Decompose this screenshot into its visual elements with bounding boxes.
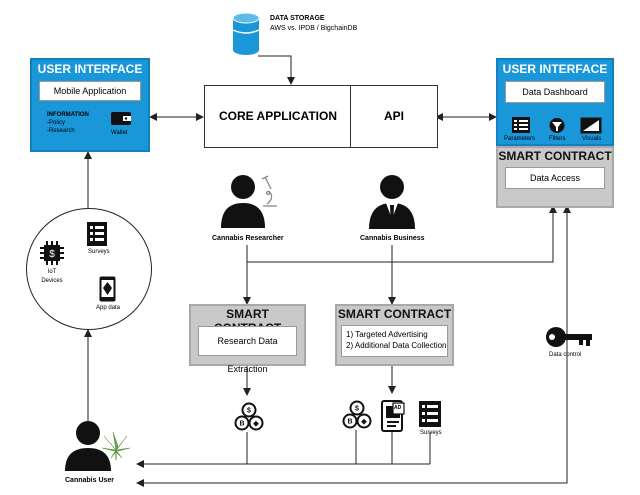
data-control-connector (136, 205, 571, 487)
parameters-label: Parameters (504, 136, 536, 142)
api-label: API (383, 109, 404, 123)
business-contract-box[interactable]: 1) Targeted Advertising 2) Additional Da… (341, 325, 448, 357)
researcher-label: Cannabis Researcher (212, 235, 284, 242)
data-control-label: Data control (549, 352, 582, 358)
data-access-contract-panel: SMART CONTRACT Data Access (496, 146, 614, 208)
wallet-icon[interactable] (110, 110, 132, 126)
visuals-label: Visuals (582, 136, 602, 142)
researcher-person-icon (219, 172, 279, 230)
iot-label: IoT Devices (41, 269, 63, 284)
svg-text:B: B (239, 421, 244, 428)
storage-connector (258, 55, 295, 85)
targeted-advertising-label: 1) Targeted Advertising (346, 330, 428, 339)
surveys-icon (86, 221, 108, 247)
filters-label: Filters (549, 136, 566, 142)
business-label: Cannabis Business (360, 235, 425, 242)
data-dashboard-box[interactable]: Data Dashboard (505, 81, 605, 103)
parameters-icon[interactable] (511, 116, 531, 134)
database-icon (232, 12, 260, 56)
visuals-icon[interactable] (580, 117, 602, 134)
info-title: INFORMATION (47, 112, 89, 118)
business-contract-panel: SMART CONTRACT 1) Targeted Advertising 2… (335, 304, 454, 366)
app-data-label: App data (96, 305, 121, 311)
surveys-bottom-label: Surveys (420, 430, 442, 436)
research-contract-panel: SMART CONTRACT Research Data Extraction (189, 304, 306, 374)
business-contract-title: SMART CONTRACT (337, 307, 452, 321)
data-sources-circle (26, 208, 152, 330)
surveys-label: Surveys (88, 249, 110, 255)
api-box: API (350, 85, 438, 148)
key-icon (545, 326, 593, 348)
info-item-policy: -Policy (47, 120, 66, 126)
data-access-box[interactable]: Data Access (505, 167, 605, 189)
research-data-extraction-box[interactable]: Research Data Extraction (198, 326, 297, 374)
filters-icon[interactable] (549, 117, 565, 134)
wallet-label: Wallet (111, 130, 128, 136)
coins-icon-research: $B ◆ (234, 402, 264, 432)
right-user-interface-panel: USER INTERFACE Data Dashboard Parameters… (496, 58, 614, 146)
storage-title: DATA STORAGE (270, 15, 325, 22)
left-ui-title: USER INTERFACE (37, 62, 143, 76)
additional-data-label: 2) Additional Data Collection (346, 341, 447, 350)
svg-text:$: $ (49, 249, 55, 260)
core-app-label: CORE APPLICATION (218, 109, 337, 123)
svg-text:◆: ◆ (360, 419, 367, 426)
business-person-icon (368, 174, 416, 230)
core-application-box: CORE APPLICATION (204, 85, 352, 148)
iot-chip-icon: $ (40, 241, 64, 265)
right-ui-title: USER INTERFACE (502, 62, 608, 76)
right-contract-title: SMART CONTRACT (498, 149, 612, 163)
svg-text:B: B (347, 419, 352, 426)
svg-text:$: $ (355, 406, 359, 413)
storage-subtitle: AWS vs. IPDB / BigchainDB (270, 25, 358, 32)
ad-label: AD (394, 405, 402, 411)
left-user-interface-panel: USER INTERFACE Mobile Application INFORM… (30, 58, 150, 152)
surveys-bottom-icon (418, 400, 442, 428)
info-item-research: -Research (47, 128, 75, 134)
cannabis-user-label: Cannabis User (65, 477, 115, 484)
mobile-application-box[interactable]: Mobile Application (39, 81, 141, 101)
app-data-phone-icon (99, 276, 116, 302)
cannabis-user-icon (64, 420, 138, 472)
svg-text:◆: ◆ (252, 421, 259, 428)
coins-icon-business: $B ◆ (342, 400, 372, 430)
svg-text:$: $ (247, 408, 251, 415)
advertisement-device-icon (381, 400, 405, 432)
